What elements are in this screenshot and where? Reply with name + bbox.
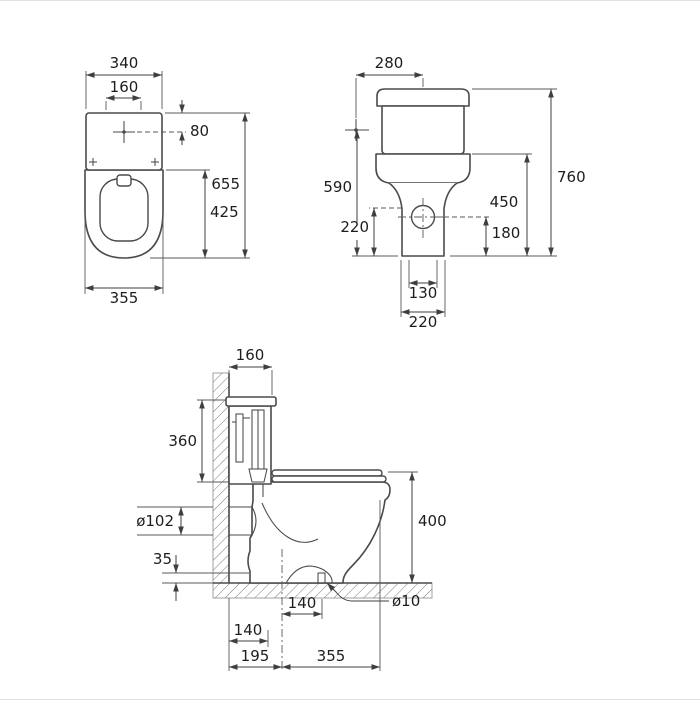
dim-front-base-inner-width: 130 <box>409 284 438 302</box>
seat-side <box>271 475 387 483</box>
dim-side-outlet-clearance: 35 <box>153 550 172 568</box>
dim-plan-base-width: 355 <box>110 289 139 307</box>
dim-front-total-height: 760 <box>557 168 586 186</box>
dim-plan-tank-width: 340 <box>110 54 139 72</box>
trap-curve <box>285 565 333 584</box>
front-dimension-lines <box>352 72 557 317</box>
dim-plan-hole-spacing: 160 <box>110 78 139 96</box>
bowl-inner-curve <box>261 502 319 543</box>
plan-dimension-lines <box>84 71 250 294</box>
cistern-body-front <box>381 105 465 155</box>
fixing-hole-marks-plan <box>89 158 159 166</box>
cistern-lid-side <box>225 396 277 407</box>
dim-front-inlet-height: 590 <box>323 178 352 196</box>
dim-front-outlet-height: 220 <box>340 218 369 236</box>
side-dimension-lines <box>137 364 418 671</box>
plan-view: 340 160 80 655 425 355 <box>84 54 250 307</box>
fixing-hole-slot <box>317 572 326 584</box>
dim-plan-inlet-offset: 80 <box>190 122 209 140</box>
dim-side-wall-to-drain: 195 <box>241 647 270 665</box>
outlet-pipe-bend <box>251 506 257 536</box>
front-view: 280 760 590 220 450 180 130 220 <box>323 54 585 331</box>
seat-opening-plan <box>99 178 149 242</box>
seat-block-front <box>375 153 471 184</box>
dim-plan-bowl-depth: 425 <box>210 203 239 221</box>
dim-front-base-width: 220 <box>409 313 438 331</box>
dim-side-cistern-depth: 160 <box>236 346 265 364</box>
bowl-outline-side <box>247 481 391 584</box>
dim-plan-total-depth: 655 <box>211 175 240 193</box>
dim-side-drain-to-hole: 140 <box>288 594 317 612</box>
cistern-lid-front <box>376 88 470 107</box>
dim-front-rim-height: 450 <box>490 193 519 211</box>
cistern-mechanism <box>232 409 268 483</box>
dim-side-wall-offset: 140 <box>234 621 263 639</box>
side-view: 160 360 ø102 35 400 140 ø10 140 195 355 <box>136 346 447 671</box>
dim-front-inlet-offset: 280 <box>375 54 404 72</box>
dim-side-outlet-diameter: ø102 <box>136 512 174 530</box>
dim-side-rim-height: 400 <box>418 512 447 530</box>
inlet-crosshair-plan <box>113 121 135 143</box>
lid-side <box>271 469 383 477</box>
flush-notch-plan <box>116 174 132 187</box>
dim-side-fixing-hole-diameter: ø10 <box>392 592 420 610</box>
dim-side-drain-to-front: 355 <box>317 647 346 665</box>
dim-side-cistern-height: 360 <box>168 432 197 450</box>
dim-front-drain-height: 180 <box>492 224 521 242</box>
